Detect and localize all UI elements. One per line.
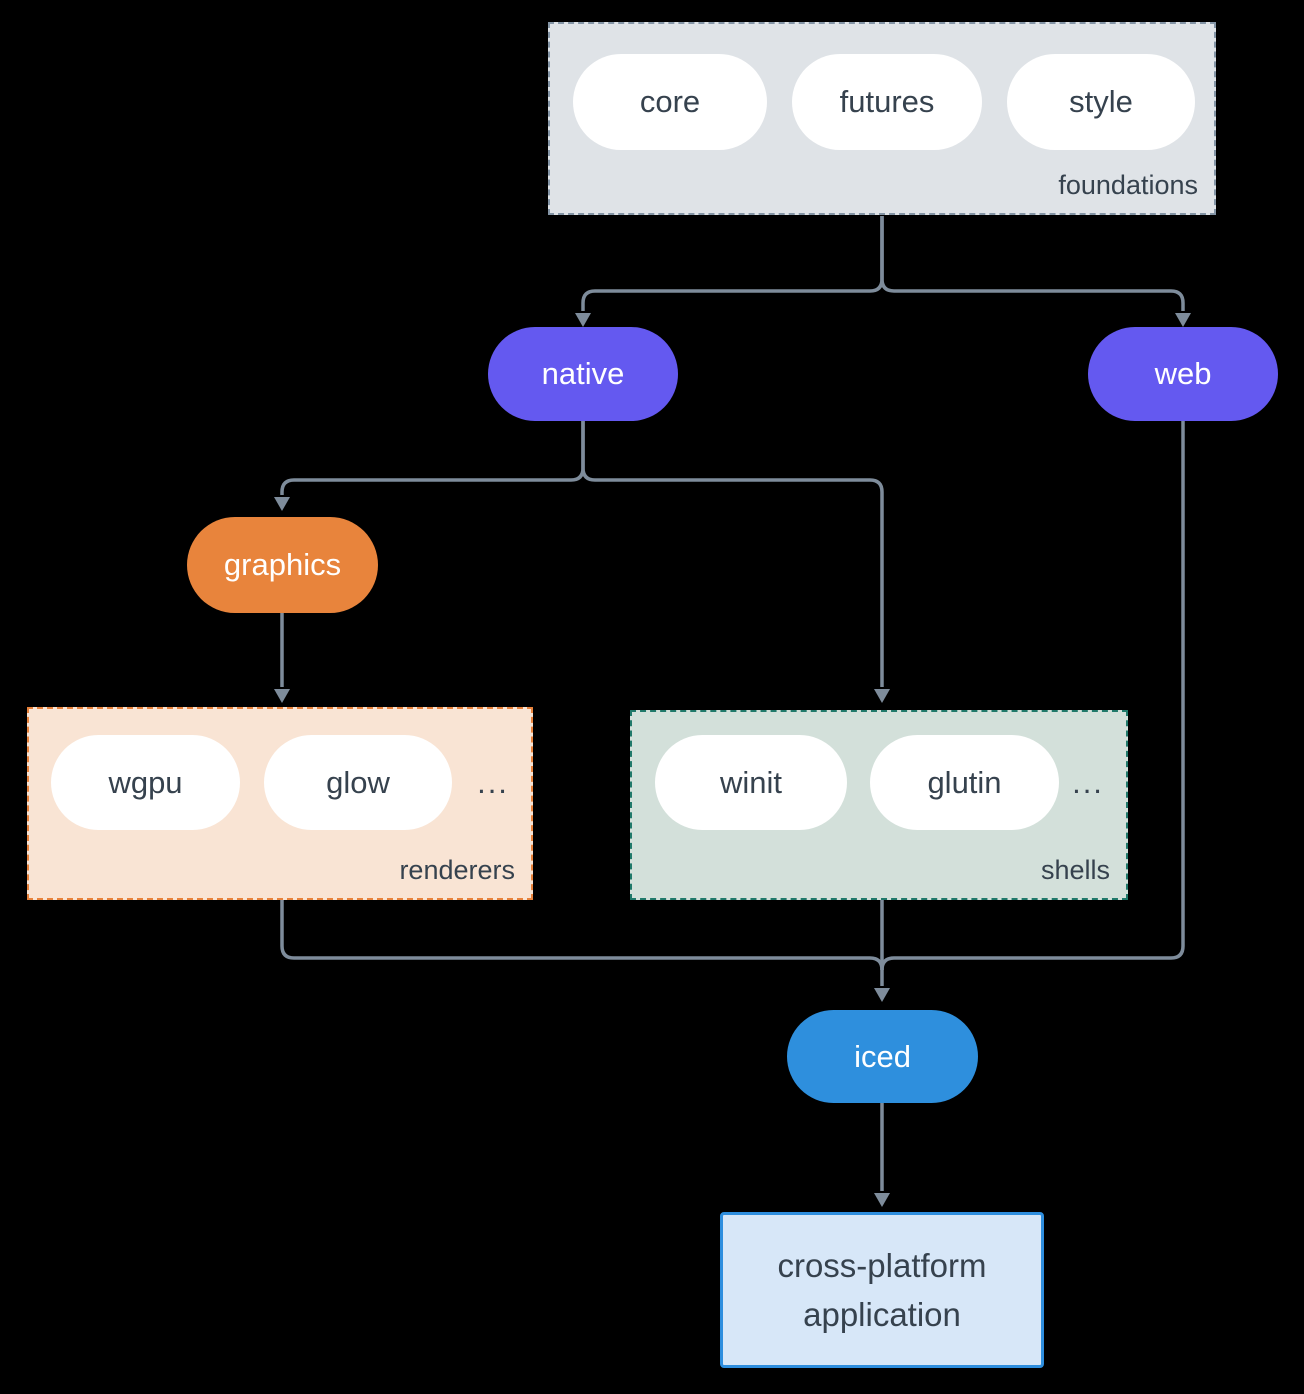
arrowhead-renderers <box>274 689 290 703</box>
application-label-line2: application <box>803 1296 961 1333</box>
group-shells: winit glutin ... shells <box>630 710 1128 900</box>
pill-winit: winit <box>655 735 847 830</box>
pill-iced-label: iced <box>854 1038 911 1074</box>
pill-native: native <box>488 327 678 421</box>
pill-style-label: style <box>1069 84 1133 119</box>
pill-core: core <box>573 54 767 150</box>
edge-native-graphics <box>280 421 585 495</box>
arrowhead-shells <box>874 689 890 703</box>
pill-futures: futures <box>792 54 982 150</box>
label-renderers: renderers <box>399 855 515 885</box>
pill-graphics-label: graphics <box>223 547 342 582</box>
label-foundations: foundations <box>1058 170 1198 200</box>
pill-web-label: web <box>1154 356 1212 391</box>
pill-glow-label: glow <box>326 764 390 800</box>
pill-glutin-label: glutin <box>927 764 1002 800</box>
pill-graphics: graphics <box>187 517 378 613</box>
edge-foundations-web <box>880 216 1185 311</box>
arrowhead-application <box>874 1193 890 1207</box>
edge-renderers-iced <box>280 900 884 971</box>
group-foundations: core futures style foundations <box>548 22 1216 215</box>
group-renderers: wgpu glow ... renderers <box>27 707 533 900</box>
pill-style: style <box>1007 54 1195 150</box>
renderers-ellipsis: ... <box>477 764 509 800</box>
edge-foundations-native <box>581 216 884 311</box>
arrowhead-web <box>1175 313 1191 327</box>
pill-native-label: native <box>541 356 625 391</box>
arrowhead-graphics <box>274 497 290 511</box>
label-shells: shells <box>1040 855 1110 885</box>
pill-iced: iced <box>787 1010 978 1103</box>
edge-native-shells <box>581 421 884 687</box>
pill-winit-label: winit <box>719 764 782 800</box>
pill-glow: glow <box>264 735 452 830</box>
pill-wgpu-label: wgpu <box>108 764 183 800</box>
arrowhead-native <box>575 313 591 327</box>
pill-core-label: core <box>639 84 701 119</box>
shells-ellipsis: ... <box>1072 764 1104 800</box>
application-label-line1: cross-platform <box>777 1246 987 1284</box>
pill-web: web <box>1088 327 1278 421</box>
application-box: cross-platform application <box>720 1212 1044 1368</box>
pill-glutin: glutin <box>870 735 1059 830</box>
arrowhead-iced <box>874 988 890 1002</box>
pill-wgpu: wgpu <box>51 735 240 830</box>
pill-futures-label: futures <box>839 84 935 119</box>
